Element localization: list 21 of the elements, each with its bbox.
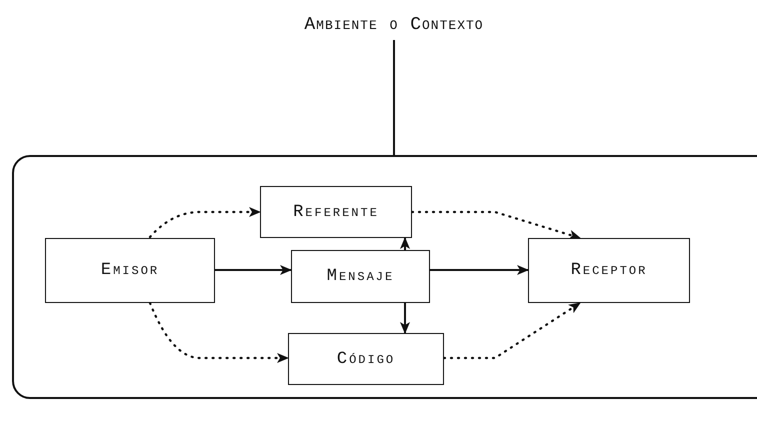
arrow bbox=[442, 302, 582, 360]
arrow bbox=[148, 302, 290, 363]
arrow bbox=[430, 265, 529, 275]
node-label: Receptor bbox=[570, 261, 648, 280]
node-label: Ambiente o Contexto bbox=[304, 15, 484, 35]
node-label: Código bbox=[336, 350, 396, 368]
arrow bbox=[400, 237, 410, 250]
node-label: Emisor bbox=[100, 261, 160, 280]
arrow bbox=[410, 210, 582, 240]
arrow bbox=[400, 303, 410, 334]
node-label: Mensaje bbox=[326, 267, 394, 286]
leader-line bbox=[393, 40, 395, 155]
process-box bbox=[528, 238, 690, 303]
context-frame bbox=[12, 155, 757, 399]
arrow bbox=[148, 207, 262, 238]
process-box bbox=[288, 333, 444, 385]
arrow bbox=[215, 265, 292, 275]
process-box bbox=[45, 238, 215, 303]
process-box bbox=[260, 186, 412, 238]
node-label: Referente bbox=[293, 202, 379, 222]
process-box bbox=[291, 250, 430, 303]
